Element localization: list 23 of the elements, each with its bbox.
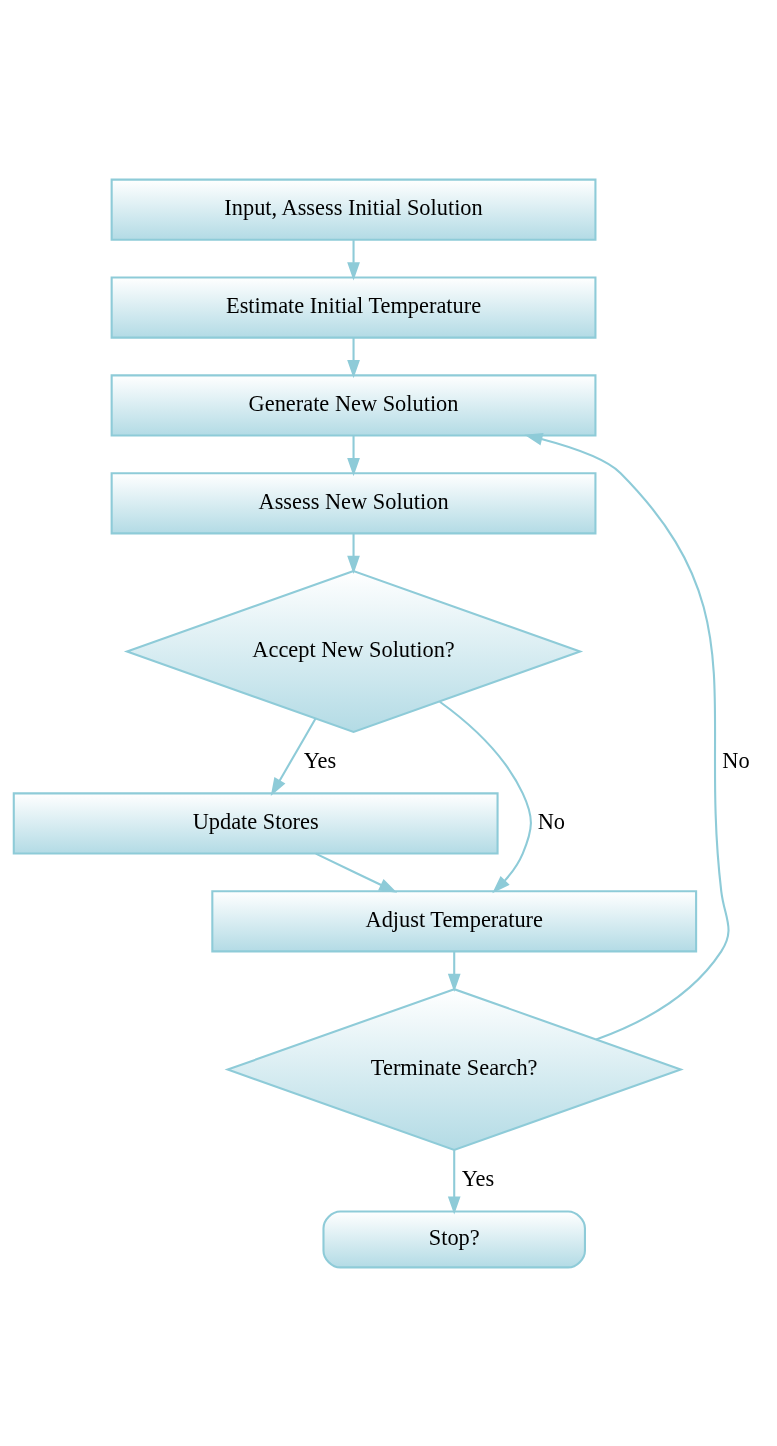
arrow xyxy=(439,700,532,893)
node-box: Assess New Solution xyxy=(110,471,597,534)
edge-label: Yes xyxy=(303,747,337,773)
arrow xyxy=(347,435,360,476)
node-diamond: Accept New Solution? xyxy=(123,569,584,733)
node-box: Stop? xyxy=(322,1209,586,1268)
edge-label: No xyxy=(537,808,566,834)
arrow xyxy=(347,532,360,574)
node-box: Update Stores xyxy=(12,791,499,855)
node-diamond: Terminate Search? xyxy=(224,987,684,1151)
edge-label: No xyxy=(722,747,750,773)
arrow xyxy=(447,951,461,992)
arrow xyxy=(315,852,398,893)
node-box: Generate New Solution xyxy=(110,373,597,437)
arrow xyxy=(447,1149,461,1215)
arrow xyxy=(347,337,360,378)
edge-label: Yes xyxy=(461,1165,495,1191)
node-box: Adjust Temperature xyxy=(211,889,698,952)
arrow xyxy=(347,239,360,280)
node-box: Estimate Initial Temperature xyxy=(110,275,597,339)
arrow xyxy=(524,432,730,1040)
arrow xyxy=(270,717,317,796)
node-box: Input, Assess Initial Solution xyxy=(110,178,597,241)
